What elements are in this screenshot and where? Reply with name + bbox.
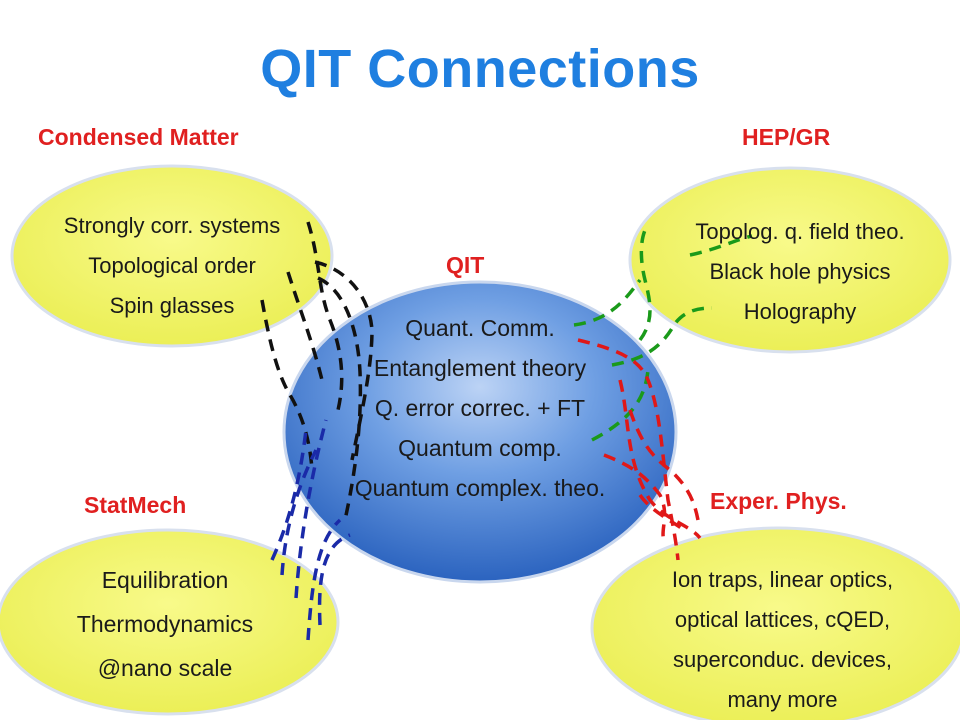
hep-gr-ellipse (628, 166, 952, 354)
blue-connectors (270, 419, 351, 641)
exper-phys-item: superconduc. devices, (673, 647, 892, 672)
red-connectors (577, 338, 702, 561)
exper-phys-item: many more (727, 687, 838, 712)
exper-phys-items: Ion traps, linear optics, optical lattic… (610, 560, 955, 720)
condensed-matter-items: Strongly corr. systems Topological order… (12, 206, 332, 326)
hep-gr-item: Topolog. q. field theo. (695, 219, 905, 244)
blue-connector (294, 419, 328, 599)
red-connector (628, 409, 700, 521)
qit-item: Quantum comp. (398, 435, 562, 461)
green-connector (689, 234, 753, 257)
hep-gr-item: Holography (743, 299, 857, 324)
statmech-label: StatMech (84, 492, 187, 518)
condensed-matter-item: Topological order (88, 253, 256, 278)
black-connector (306, 221, 344, 411)
condensed-matter-item: Spin glasses (109, 293, 235, 318)
slide-title: QIT Connections (260, 39, 700, 99)
blue-connector (280, 449, 318, 576)
condensed-matter-label: Condensed Matter (38, 124, 239, 150)
statmech-ellipse (0, 528, 340, 716)
green-connector (573, 278, 642, 327)
qit-item: Entanglement theory (373, 355, 587, 381)
statmech-item: Equilibration (101, 567, 229, 593)
red-connector (603, 453, 667, 541)
exper-phys-label: Exper. Phys. (710, 488, 847, 514)
hep-gr-item: Black hole physics (709, 259, 891, 284)
qit-item: Q. error correc. + FT (374, 395, 586, 421)
blue-connector (270, 429, 308, 561)
black-connector (260, 299, 314, 471)
black-connectors (260, 221, 374, 521)
exper-phys-item: Ion traps, linear optics, (671, 567, 894, 592)
statmech-item: @nano scale (97, 655, 233, 681)
hep-gr-items: Topolog. q. field theo. Black hole physi… (640, 212, 960, 332)
qit-ellipse (282, 280, 678, 584)
red-connector (638, 493, 686, 532)
qit-items: Quant. Comm. Entanglement theory Q. erro… (295, 308, 665, 508)
qit-item: Quant. Comm. (405, 315, 555, 341)
black-connector (286, 271, 324, 381)
hep-gr-label: HEP/GR (742, 124, 831, 150)
statmech-items: Equilibration Thermodynamics @nano scale (0, 558, 330, 690)
red-connector (618, 379, 702, 540)
exper-phys-ellipse (590, 526, 960, 720)
statmech-item: Thermodynamics (76, 611, 254, 637)
qit-item: Quantum complex. theo. (354, 475, 606, 501)
condensed-matter-item: Strongly corr. systems (63, 213, 281, 238)
green-connector (638, 227, 652, 342)
condensed-matter-ellipse (10, 164, 334, 348)
green-connector (611, 306, 713, 367)
exper-phys-item: optical lattices, cQED, (674, 607, 891, 632)
qit-label: QIT (446, 252, 485, 278)
black-connector (314, 260, 374, 461)
black-connector (317, 276, 363, 521)
